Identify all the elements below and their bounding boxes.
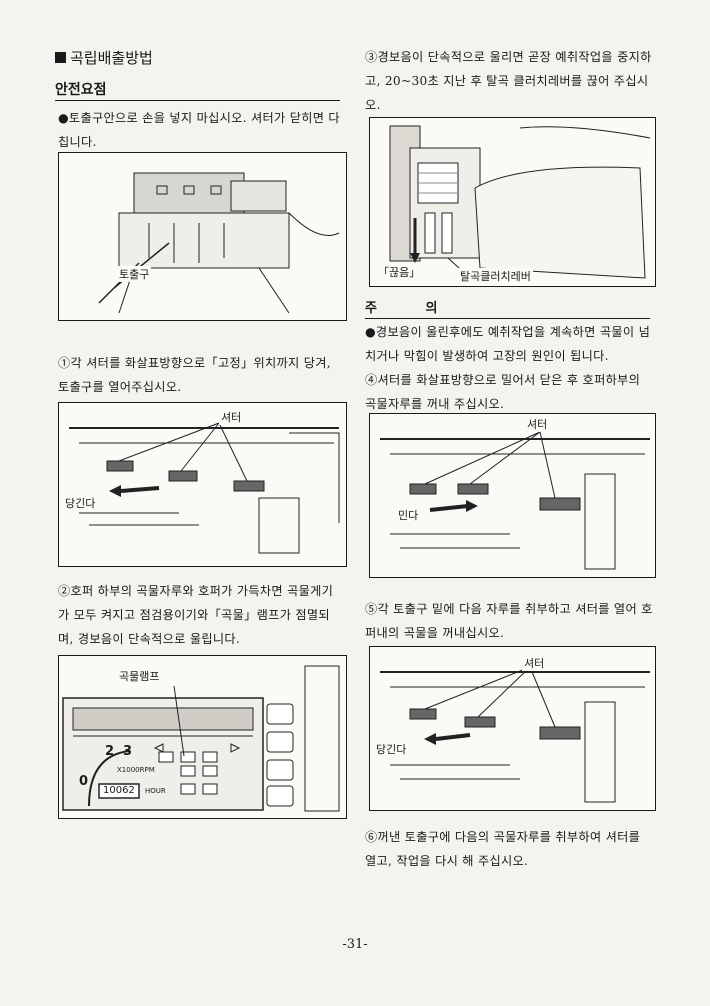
figure-push-shutters: 셔터 민다 (369, 413, 656, 578)
step-6: ⑥꺼낸 토출구에 다음의 곡물자루를 취부하여 셔터를 열고, 작업을 다시 해… (365, 830, 641, 868)
page-number: -31- (342, 937, 368, 952)
caution-divider (365, 318, 650, 319)
rpm-unit-label: X1000RPM (117, 766, 155, 774)
push-label: 민다 (396, 507, 421, 523)
shutter-label: 셔터 (219, 409, 244, 425)
tach-dial-3: 3 (123, 744, 133, 759)
square-bullet-icon (55, 52, 66, 63)
figure-discharge-outlet: 토출구 (58, 152, 347, 321)
safety-title: 안전요점 (55, 82, 107, 98)
caution-text: ●경보음이 울린후에도 예취작업을 계속하면 곡물이 넘치거나 막힘이 발생하여… (365, 325, 651, 363)
step-4: ④셔터를 화살표방향으로 밀어서 닫은 후 호퍼하부의 곡물자루를 꺼내 주십시… (365, 373, 641, 411)
step-1: ①각 셔터를 화살표방향으로「고정」위치까지 당겨, 토출구를 열어주십시오. (58, 356, 331, 394)
push-shutter-illustration (380, 431, 650, 570)
shutter-label: 셔터 (525, 416, 550, 432)
step-2: ②호퍼 하부의 곡물자루와 호퍼가 가득차면 곡물게기가 모두 켜지고 점검용이… (58, 584, 334, 646)
shutter-label: 셔터 (522, 655, 547, 671)
hour-meter: 10062 (103, 785, 135, 796)
pull-shutter-illustration (69, 422, 340, 554)
clutch-lever-label: 탈곡클러치레버 (458, 268, 533, 284)
outlet-label: 토출구 (117, 266, 152, 282)
caution-title: 주 의 (365, 301, 460, 316)
figure-clutch-lever: 「끊음」 탈곡클러치레버 (369, 117, 656, 287)
figure-pull-shutters-2: 셔터 당긴다 (369, 646, 656, 811)
pull-label: 당긴다 (374, 741, 409, 757)
panel-illustration (62, 665, 340, 812)
step-3: ③경보음이 단속적으로 울리면 곧장 예취작업을 중지하고, 20~30초 지난… (365, 50, 652, 112)
clutch-off-label: 「끊음」 (376, 264, 423, 280)
outlet-illustration (98, 172, 340, 314)
section-heading-text: 곡립배출방법 (70, 49, 153, 67)
pull-label: 당긴다 (63, 495, 98, 511)
tach-dial-0: 0 (79, 774, 89, 789)
step-5: ⑤각 토출구 밑에 다음 자루를 취부하고 셔터를 열어 호퍼내의 곡물을 꺼내… (365, 602, 653, 640)
grain-lamp-label: 곡물램프 (117, 668, 162, 684)
pull-shutter-illustration-2 (380, 666, 650, 803)
safety-note: ●토출구안으로 손을 넣지 마십시오. 셔터가 닫히면 다칩니다. (58, 111, 340, 149)
figure-pull-shutters: 셔터 당긴다 (58, 402, 347, 567)
hour-unit-label: HOUR (145, 787, 166, 795)
section-heading: 곡립배출방법 (55, 47, 153, 68)
figure-instrument-panel: 곡물램프 2 3 0 X1000RPM 10062 HOUR (58, 655, 347, 819)
tach-dial-2: 2 (105, 744, 115, 759)
clutch-lever-illustration (389, 125, 651, 279)
safety-divider (55, 100, 340, 101)
